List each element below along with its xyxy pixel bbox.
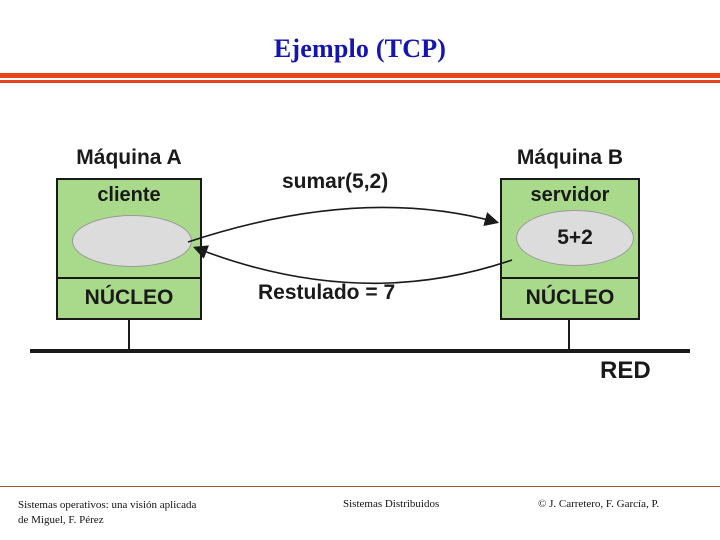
network-label: RED bbox=[600, 357, 651, 384]
footer-left: Sistemas operativos: una visión aplicada… bbox=[18, 498, 196, 528]
title-rule-bottom bbox=[0, 80, 720, 83]
footer-rule bbox=[0, 486, 720, 487]
footer-center: Sistemas Distribuidos bbox=[343, 498, 440, 510]
reply-label: Restulado = 7 bbox=[258, 281, 396, 304]
machine-b-kernel-divider bbox=[502, 277, 638, 279]
footer-left-line1: Sistemas operativos: una visión aplicada bbox=[18, 499, 197, 511]
machine-a-process-label: cliente bbox=[97, 184, 161, 206]
reply-arrow bbox=[193, 245, 513, 285]
title-rule-top bbox=[0, 73, 720, 78]
footer-right: © J. Carretero, F. García, P. bbox=[538, 498, 660, 510]
machine-b-box: servidor 5+2 NÚCLEO bbox=[500, 178, 640, 320]
network-bus-line bbox=[30, 349, 690, 353]
message-arrows bbox=[187, 206, 513, 285]
footer: Sistemas operativos: una visión aplicada… bbox=[0, 486, 720, 540]
request-label: sumar(5,2) bbox=[282, 170, 389, 193]
page-title: Ejemplo (TCP) bbox=[273, 34, 447, 63]
machine-b-bubble: 5+2 bbox=[516, 210, 634, 266]
machine-a-network-drop bbox=[128, 320, 130, 350]
machine-a-box: cliente NÚCLEO bbox=[56, 178, 202, 320]
machine-b-label: Máquina B bbox=[516, 146, 624, 169]
footer-left-line2: de Miguel, F. Pérez bbox=[18, 513, 104, 526]
machine-b-network-drop bbox=[568, 320, 570, 350]
machine-a-label: Máquina A bbox=[76, 146, 182, 169]
machine-b-process-label: servidor bbox=[530, 184, 610, 206]
machine-a-kernel-label: NÚCLEO bbox=[84, 286, 174, 309]
machine-a-kernel-divider bbox=[58, 277, 200, 279]
request-arrow bbox=[187, 206, 500, 243]
machine-a-bubble bbox=[72, 215, 192, 267]
diagram-canvas: Máquina A cliente NÚCLEO Máquina B servi… bbox=[30, 146, 690, 384]
machine-b-kernel-label: NÚCLEO bbox=[525, 286, 615, 309]
